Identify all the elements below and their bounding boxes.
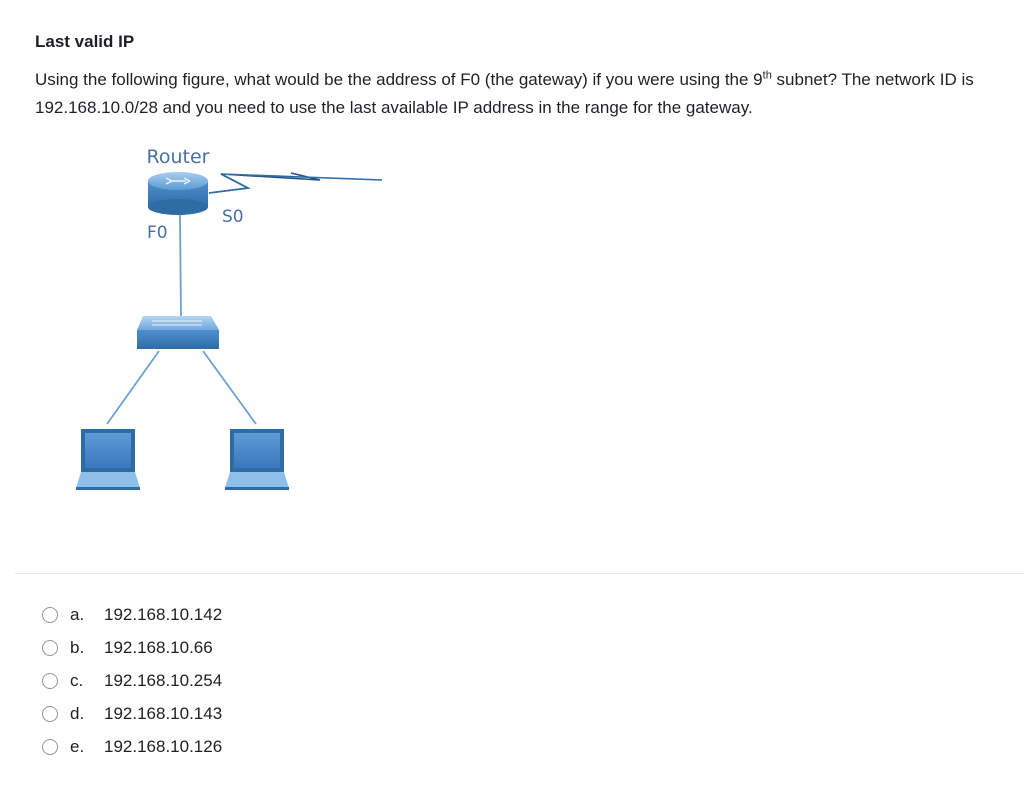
switch-laptop-left-cable	[106, 350, 160, 425]
router-icon	[148, 172, 208, 215]
question-text-superscript: th	[762, 69, 772, 82]
option-value: 192.168.10.142	[104, 604, 223, 624]
serial-link-icon	[208, 172, 383, 194]
question-text: Using the following figure, what would b…	[35, 66, 995, 122]
option-value: 192.168.10.254	[104, 670, 223, 690]
laptop-icon	[76, 429, 140, 490]
question-text-part2: subnet? The network ID is 192.168.10.0/2…	[35, 70, 974, 117]
radio-icon[interactable]	[42, 672, 58, 689]
option-letter: e.	[70, 736, 85, 756]
router-label: Router	[147, 146, 210, 168]
f0-label: F0	[147, 223, 168, 243]
option-letter: c.	[70, 670, 84, 690]
answer-option-b[interactable]: b. 192.168.10.66	[42, 631, 222, 664]
router-switch-cable	[179, 214, 182, 319]
option-letter: b.	[70, 637, 85, 657]
answer-option-d[interactable]: d. 192.168.10.143	[42, 697, 222, 730]
radio-icon[interactable]	[42, 738, 58, 755]
option-value: 192.168.10.126	[104, 736, 223, 756]
switch-laptop-right-cable	[202, 350, 257, 425]
s0-label: S0	[222, 207, 244, 227]
option-letter: d.	[70, 703, 85, 723]
radio-icon[interactable]	[42, 606, 58, 623]
answer-option-c[interactable]: c. 192.168.10.254	[42, 664, 222, 697]
answer-option-e[interactable]: e. 192.168.10.126	[42, 730, 222, 763]
radio-icon[interactable]	[42, 639, 58, 656]
question-title: Last valid IP	[35, 32, 135, 51]
divider	[15, 573, 1024, 574]
option-value: 192.168.10.66	[104, 637, 213, 657]
laptop-icon	[225, 429, 289, 490]
question-text-part1: Using the following figure, what would b…	[35, 70, 763, 89]
radio-icon[interactable]	[42, 705, 58, 722]
switch-icon	[137, 316, 219, 349]
network-diagram: Router F0 S0	[76, 146, 383, 490]
answer-options: a. 192.168.10.142 b. 192.168.10.66 c. 19…	[42, 598, 222, 763]
option-letter: a.	[70, 604, 85, 624]
option-value: 192.168.10.143	[104, 703, 223, 723]
answer-option-a[interactable]: a. 192.168.10.142	[42, 598, 222, 631]
